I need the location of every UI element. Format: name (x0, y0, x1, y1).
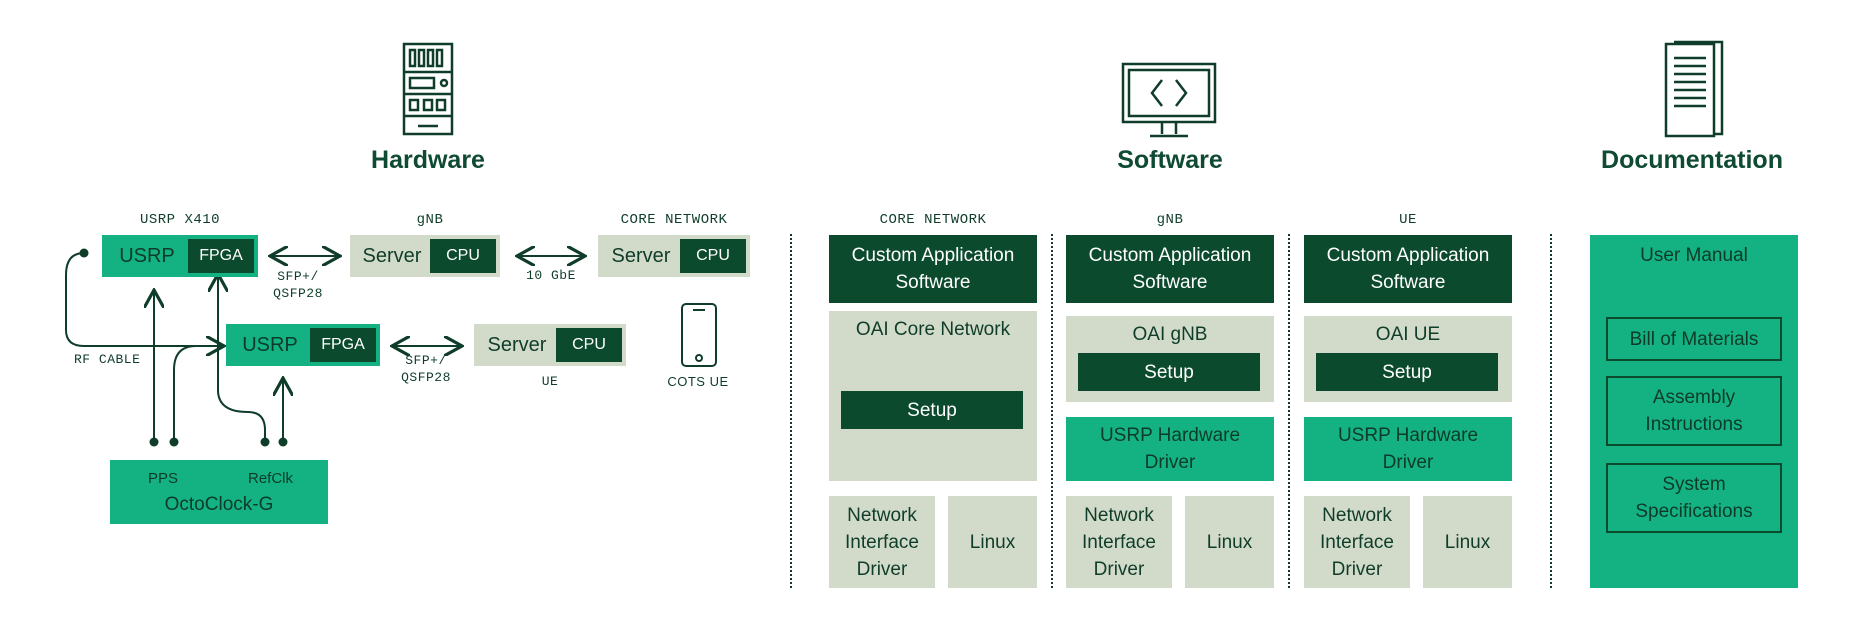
sw-column-label: gNB (1156, 212, 1184, 228)
usrp-x410-unit: USRP FPGA (102, 235, 258, 277)
setup-block: Setup (841, 391, 1023, 429)
stack-label: OAI gNB (1132, 324, 1208, 345)
hardware-heading: Hardware (371, 146, 485, 174)
divider (1288, 234, 1290, 588)
core-network-label: CORE NETWORK (620, 212, 728, 228)
server-rack-icon (402, 42, 454, 136)
linux-block: Linux (948, 496, 1037, 588)
linux-block: Linux (1185, 496, 1274, 588)
oai-core-network-block: OAI Core Network Setup (829, 311, 1037, 481)
usrp-hardware-driver-block: USRP Hardware Driver (1066, 417, 1274, 481)
gnb-label: gNB (416, 212, 444, 228)
oai-ue-block: OAI UE Setup (1304, 316, 1512, 402)
network-interface-driver-block: Network Interface Driver (1066, 496, 1172, 588)
sw-column-label: CORE NETWORK (879, 212, 987, 228)
octoclock-label: OctoClock-G (164, 494, 274, 515)
usrp-label: USRP (242, 333, 298, 356)
network-interface-driver-block: Network Interface Driver (1304, 496, 1410, 588)
documents-icon (1664, 40, 1724, 138)
server-label: Server (487, 333, 547, 356)
cpu-block: CPU (680, 239, 746, 273)
cots-ue-label: COTS UE (667, 374, 729, 389)
rf-cable-label: RF CABLE (74, 352, 141, 367)
ue-label: UE (541, 374, 559, 389)
user-manual-panel: User Manual Bill of Materials Assembly I… (1590, 235, 1798, 588)
code-monitor-icon (1121, 62, 1217, 138)
stack-label: OAI UE (1375, 324, 1441, 345)
octoclock-unit: PPS RefClk OctoClock-G (110, 460, 328, 524)
ue-server-unit: Server CPU (474, 324, 626, 366)
documentation-heading: Documentation (1601, 146, 1783, 174)
software-heading: Software (1117, 146, 1223, 174)
server-label: Server (611, 244, 671, 267)
link-10gbe-label: 10 GbE (526, 268, 576, 283)
cpu-block: CPU (430, 239, 496, 273)
smartphone-icon (681, 303, 717, 367)
user-manual-title: User Manual (1640, 245, 1748, 266)
bill-of-materials-item: Bill of Materials (1606, 317, 1782, 361)
setup-block: Setup (1078, 353, 1260, 391)
usrp-label: USRP (119, 244, 175, 267)
custom-app-software-block: Custom Application Software (829, 235, 1037, 303)
fpga-block: FPGA (310, 328, 376, 362)
refclk-label: RefClk (248, 470, 294, 487)
cpu-block: CPU (556, 328, 622, 362)
link-sfp-qsfp-label: SFP+/ QSFP28 (273, 269, 323, 301)
pps-label: PPS (148, 470, 179, 487)
stack-label: OAI Core Network (855, 319, 1011, 340)
linux-block: Linux (1423, 496, 1512, 588)
server-label: Server (362, 244, 422, 267)
assembly-instructions-item: Assembly Instructions (1606, 376, 1782, 446)
core-server-unit: Server CPU (598, 235, 750, 277)
system-specifications-item: System Specifications (1606, 463, 1782, 533)
gnb-server-unit: Server CPU (350, 235, 500, 277)
setup-block: Setup (1316, 353, 1498, 391)
custom-app-software-block: Custom Application Software (1304, 235, 1512, 303)
link-sfp-qsfp-label: SFP+/ QSFP28 (401, 353, 451, 385)
oai-gnb-block: OAI gNB Setup (1066, 316, 1274, 402)
usrp-x410-label: USRP X410 (139, 212, 221, 228)
sw-column-label: UE (1399, 212, 1417, 228)
usrp-hardware-driver-block: USRP Hardware Driver (1304, 417, 1512, 481)
divider (1051, 234, 1053, 588)
network-interface-driver-block: Network Interface Driver (829, 496, 935, 588)
fpga-block: FPGA (188, 239, 254, 273)
usrp-ue-unit: USRP FPGA (226, 324, 380, 366)
divider (1550, 234, 1552, 588)
divider (790, 234, 792, 588)
custom-app-software-block: Custom Application Software (1066, 235, 1274, 303)
